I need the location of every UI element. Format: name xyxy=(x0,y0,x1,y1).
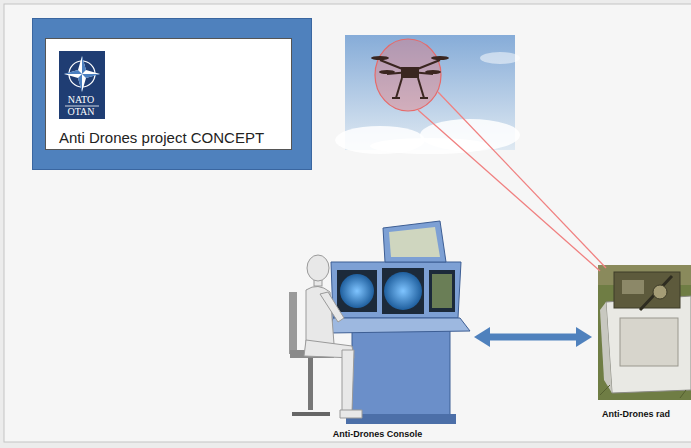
screen xyxy=(337,270,377,312)
screen xyxy=(382,268,424,314)
grass-blade xyxy=(600,385,610,395)
node-label: Anti-Drones Console xyxy=(285,429,470,440)
cloud xyxy=(480,52,520,64)
radar-display xyxy=(384,272,422,310)
cloud xyxy=(370,138,490,154)
radar-mast xyxy=(640,276,672,310)
chair-post xyxy=(308,358,313,410)
chair-back xyxy=(289,292,297,354)
top-monitor xyxy=(383,221,446,262)
radar-display xyxy=(340,274,374,308)
slide-panel xyxy=(4,4,691,442)
map-screen xyxy=(389,227,440,257)
display xyxy=(432,274,452,308)
head xyxy=(307,255,329,281)
radar-container xyxy=(606,296,691,393)
logo-text: NATO xyxy=(58,94,104,105)
drone-foot xyxy=(420,97,428,99)
mannequin xyxy=(304,255,362,418)
console-base xyxy=(352,330,450,418)
rotor xyxy=(379,70,395,74)
radar-panel xyxy=(622,280,644,294)
radar-container-side xyxy=(600,302,612,393)
monitor-housing xyxy=(331,262,461,318)
drone-foot xyxy=(392,97,400,99)
double-arrow xyxy=(486,334,580,341)
rotor xyxy=(431,56,449,60)
console-node: Anti-Drones Console xyxy=(285,222,470,444)
rotor xyxy=(425,70,441,74)
radar-head xyxy=(653,285,667,299)
container-inner xyxy=(620,318,678,366)
foot xyxy=(340,410,362,418)
drone-leg xyxy=(396,78,402,98)
arm xyxy=(320,292,344,322)
console-desk xyxy=(329,318,470,333)
logo-star xyxy=(64,56,100,92)
title-text: Anti Drones project CONCEPT xyxy=(59,129,311,146)
console-illustration xyxy=(289,221,470,424)
logo-text: OTAN xyxy=(58,106,104,117)
logo-ground xyxy=(59,51,105,119)
target-circle xyxy=(375,39,441,111)
grass-blade xyxy=(680,390,686,398)
chair-foot xyxy=(292,412,330,416)
screen xyxy=(429,270,455,312)
tracking-line xyxy=(418,110,600,271)
tracking-line xyxy=(438,92,606,268)
drone-body xyxy=(401,67,419,78)
drone-leg xyxy=(418,78,424,98)
drone xyxy=(380,60,440,98)
grass xyxy=(598,265,691,400)
logo-star-shade xyxy=(64,56,100,92)
rotor xyxy=(371,56,389,60)
radar-photo xyxy=(598,265,691,400)
drone-photo xyxy=(335,35,520,154)
node-label: Anti-Drones rad xyxy=(602,409,691,420)
shin xyxy=(342,350,354,412)
radar-node: Anti-Drones rad xyxy=(596,262,691,427)
